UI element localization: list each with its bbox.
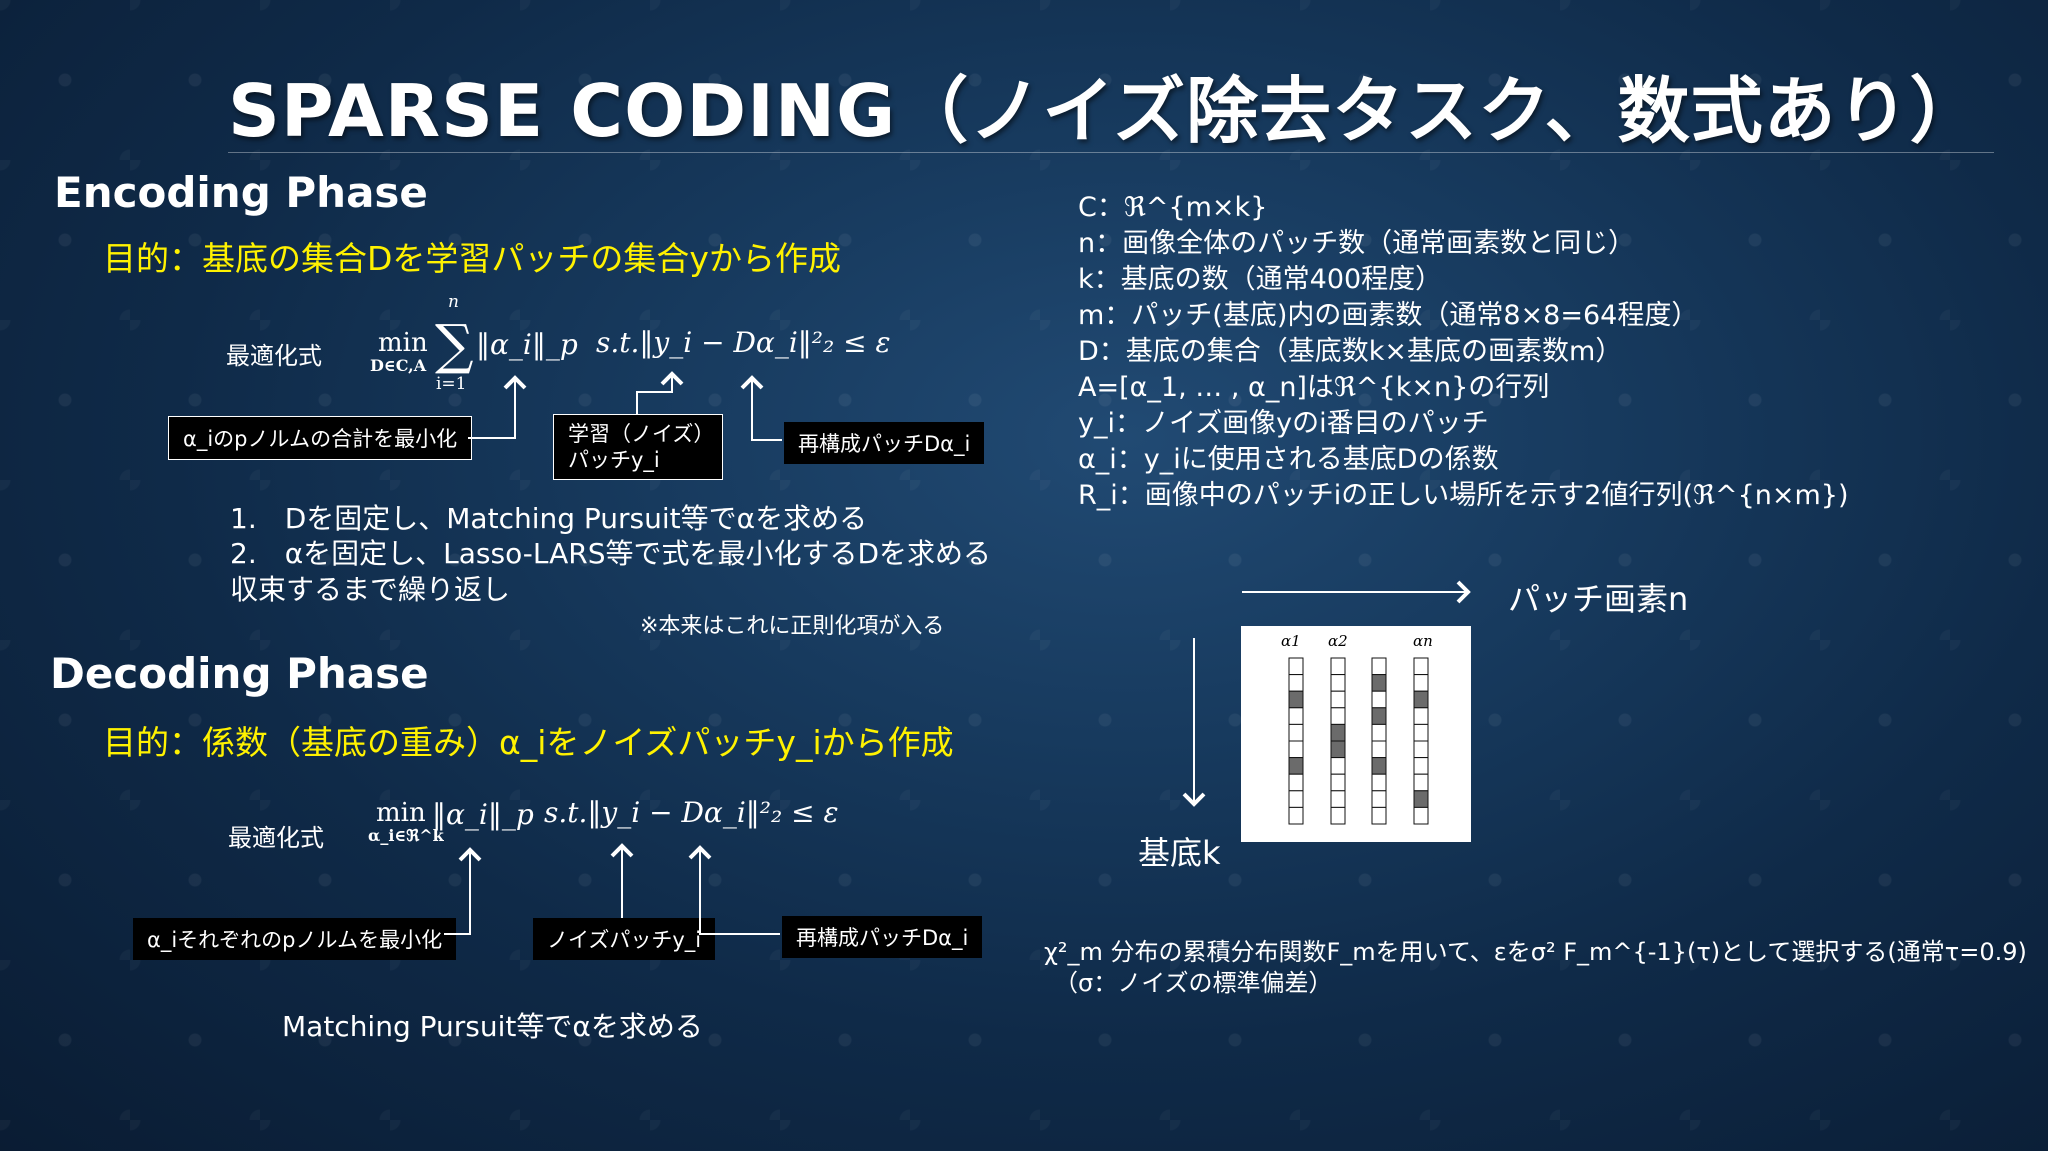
- matrix-y-label: 基底k: [1138, 834, 1221, 872]
- matrix-x-label: パッチ画素n: [1508, 580, 1689, 618]
- matrix-cell: [1330, 757, 1346, 775]
- definitions-list: C：ℜ^{m×k} n：画像全体のパッチ数（通常画素数と同じ） k：基底の数（通…: [1078, 190, 1849, 514]
- matrix-cell: [1288, 740, 1304, 759]
- decoding-noise-patch-box: ノイズパッチy_i: [533, 918, 716, 960]
- matrix-cell: [1413, 773, 1429, 792]
- encoding-step-1: 1. Dを固定し、Matching Pursuit等でαを求める: [230, 502, 868, 535]
- decoding-min-sub: α_i∈ℜ^k: [368, 826, 444, 845]
- matrix-cell: [1413, 707, 1429, 725]
- matrix-cell: [1330, 690, 1346, 709]
- matrix-cell: [1413, 723, 1429, 742]
- encoding-train-patch-box: 学習（ノイズ） パッチy_i: [553, 414, 723, 480]
- matrix-cell: [1371, 723, 1387, 742]
- matrix-cell: [1288, 674, 1304, 692]
- matrix-cell: [1371, 790, 1387, 808]
- encoding-formula-label: 最適化式: [226, 342, 322, 370]
- encoding-norm-sum-box: α_iのpノルムの合計を最小化: [168, 416, 473, 460]
- encoding-step-3: 収束するまで繰り返し: [230, 573, 511, 606]
- decoding-purpose: 目的：係数（基底の重み）α_iをノイズパッチy_iから作成: [103, 723, 954, 762]
- definition-item: n：画像全体のパッチ数（通常画素数と同じ）: [1078, 228, 1636, 259]
- matrix-cell: [1413, 757, 1429, 775]
- encoding-sum-bottom: i=1: [436, 374, 467, 394]
- matrix-cell: [1371, 773, 1387, 792]
- threshold-line-1: χ²_m 分布の累積分布関数F_mを用いて、εをσ² F_m^{-1}(τ)とし…: [1044, 938, 2027, 966]
- decoding-method: Matching Pursuit等でαを求める: [282, 1010, 703, 1043]
- definition-item: R_i：画像中のパッチiの正しい場所を示す2値行列(ℜ^{n×m}): [1078, 480, 1849, 511]
- encoding-note: ※本来はこれに正則化項が入る: [640, 614, 945, 639]
- title-divider: [228, 152, 1994, 153]
- train-patch-line2: パッチy_i: [568, 448, 660, 472]
- matrix-panel: [1241, 626, 1471, 842]
- encoding-step-2: 2. αを固定し、Lasso-LARS等で式を最小化するDを求める: [230, 537, 992, 570]
- matrix-cell: [1288, 707, 1304, 725]
- matrix-cell: [1288, 773, 1304, 792]
- encoding-recon-box: 再構成パッチDα_i: [784, 422, 985, 464]
- sum-symbol: ∑: [435, 313, 474, 376]
- matrix-cell: [1330, 806, 1346, 825]
- encoding-purpose: 目的：基底の集合Dを学習パッチの集合yから作成: [103, 239, 841, 278]
- matrix-cell: [1330, 773, 1346, 792]
- slide-title: SPARSE CODING（ノイズ除去タスク、数式あり）: [228, 69, 1983, 153]
- threshold-line-2: （σ：ノイズの標準偏差）: [1054, 969, 1333, 997]
- matrix-col-label-1: α1: [1281, 632, 1301, 650]
- matrix-cell: [1413, 674, 1429, 692]
- definition-item: A=[α_1, … , α_n]はℜ^{k×n}の行列: [1078, 372, 1550, 403]
- encoding-sum-top: n: [448, 292, 459, 312]
- matrix-cell: [1371, 690, 1387, 709]
- definition-item: α_i：y_iに使用される基底Dの係数: [1078, 444, 1499, 475]
- definition-item: D：基底の集合（基底数k×基底の画素数m）: [1078, 336, 1623, 367]
- matrix-cell: [1288, 806, 1304, 825]
- decoding-constraint: s.t.‖y_i − Dα_i‖²₂ ≤ ε: [544, 796, 839, 829]
- matrix-cell: [1413, 806, 1429, 825]
- definition-item: m：パッチ(基底)内の画素数（通常8×8=64程度）: [1078, 300, 1699, 331]
- matrix-cell: [1371, 657, 1387, 676]
- encoding-constraint: s.t.‖y_i − Dα_i‖²₂ ≤ ε: [596, 326, 891, 359]
- decoding-norm-each-box: α_iそれぞれのpノルムを最小化: [133, 918, 457, 960]
- matrix-cell: [1371, 674, 1387, 692]
- matrix-cell: [1288, 690, 1304, 709]
- matrix-col-label-2: α2: [1328, 632, 1348, 650]
- decoding-min: min: [376, 798, 426, 828]
- matrix-cell: [1330, 740, 1346, 759]
- matrix-cell: [1371, 740, 1387, 759]
- matrix-cell: [1330, 707, 1346, 725]
- decoding-recon-box: 再構成パッチDα_i: [782, 916, 983, 958]
- encoding-min-sub: D∈C,A: [370, 356, 427, 375]
- matrix-cell: [1330, 657, 1346, 676]
- matrix-cell: [1288, 723, 1304, 742]
- matrix-cell: [1288, 757, 1304, 775]
- decoding-heading: Decoding Phase: [50, 649, 429, 698]
- matrix-col-label-n: αn: [1413, 632, 1433, 650]
- matrix-cell: [1371, 806, 1387, 825]
- decoding-formula-label: 最適化式: [228, 824, 324, 852]
- matrix-cell: [1330, 790, 1346, 808]
- definition-item: k：基底の数（通常400程度）: [1078, 264, 1443, 295]
- definition-item: y_i：ノイズ画像yのi番目のパッチ: [1078, 408, 1489, 439]
- decoding-objective: ‖α_i‖_p: [432, 798, 534, 831]
- encoding-heading: Encoding Phase: [54, 168, 428, 217]
- matrix-cell: [1288, 657, 1304, 676]
- train-patch-line1: 学習（ノイズ）: [568, 422, 715, 446]
- encoding-objective: ‖α_i‖_p: [476, 328, 578, 361]
- matrix-cell: [1371, 707, 1387, 725]
- matrix-cell: [1413, 690, 1429, 709]
- matrix-cell: [1330, 723, 1346, 742]
- definition-item: C：ℜ^{m×k}: [1078, 192, 1268, 223]
- matrix-cell: [1413, 657, 1429, 676]
- matrix-cell: [1413, 740, 1429, 759]
- matrix-cell: [1413, 790, 1429, 808]
- matrix-cell: [1330, 674, 1346, 692]
- matrix-cell: [1288, 790, 1304, 808]
- encoding-min: min: [378, 328, 428, 358]
- matrix-cell: [1371, 757, 1387, 775]
